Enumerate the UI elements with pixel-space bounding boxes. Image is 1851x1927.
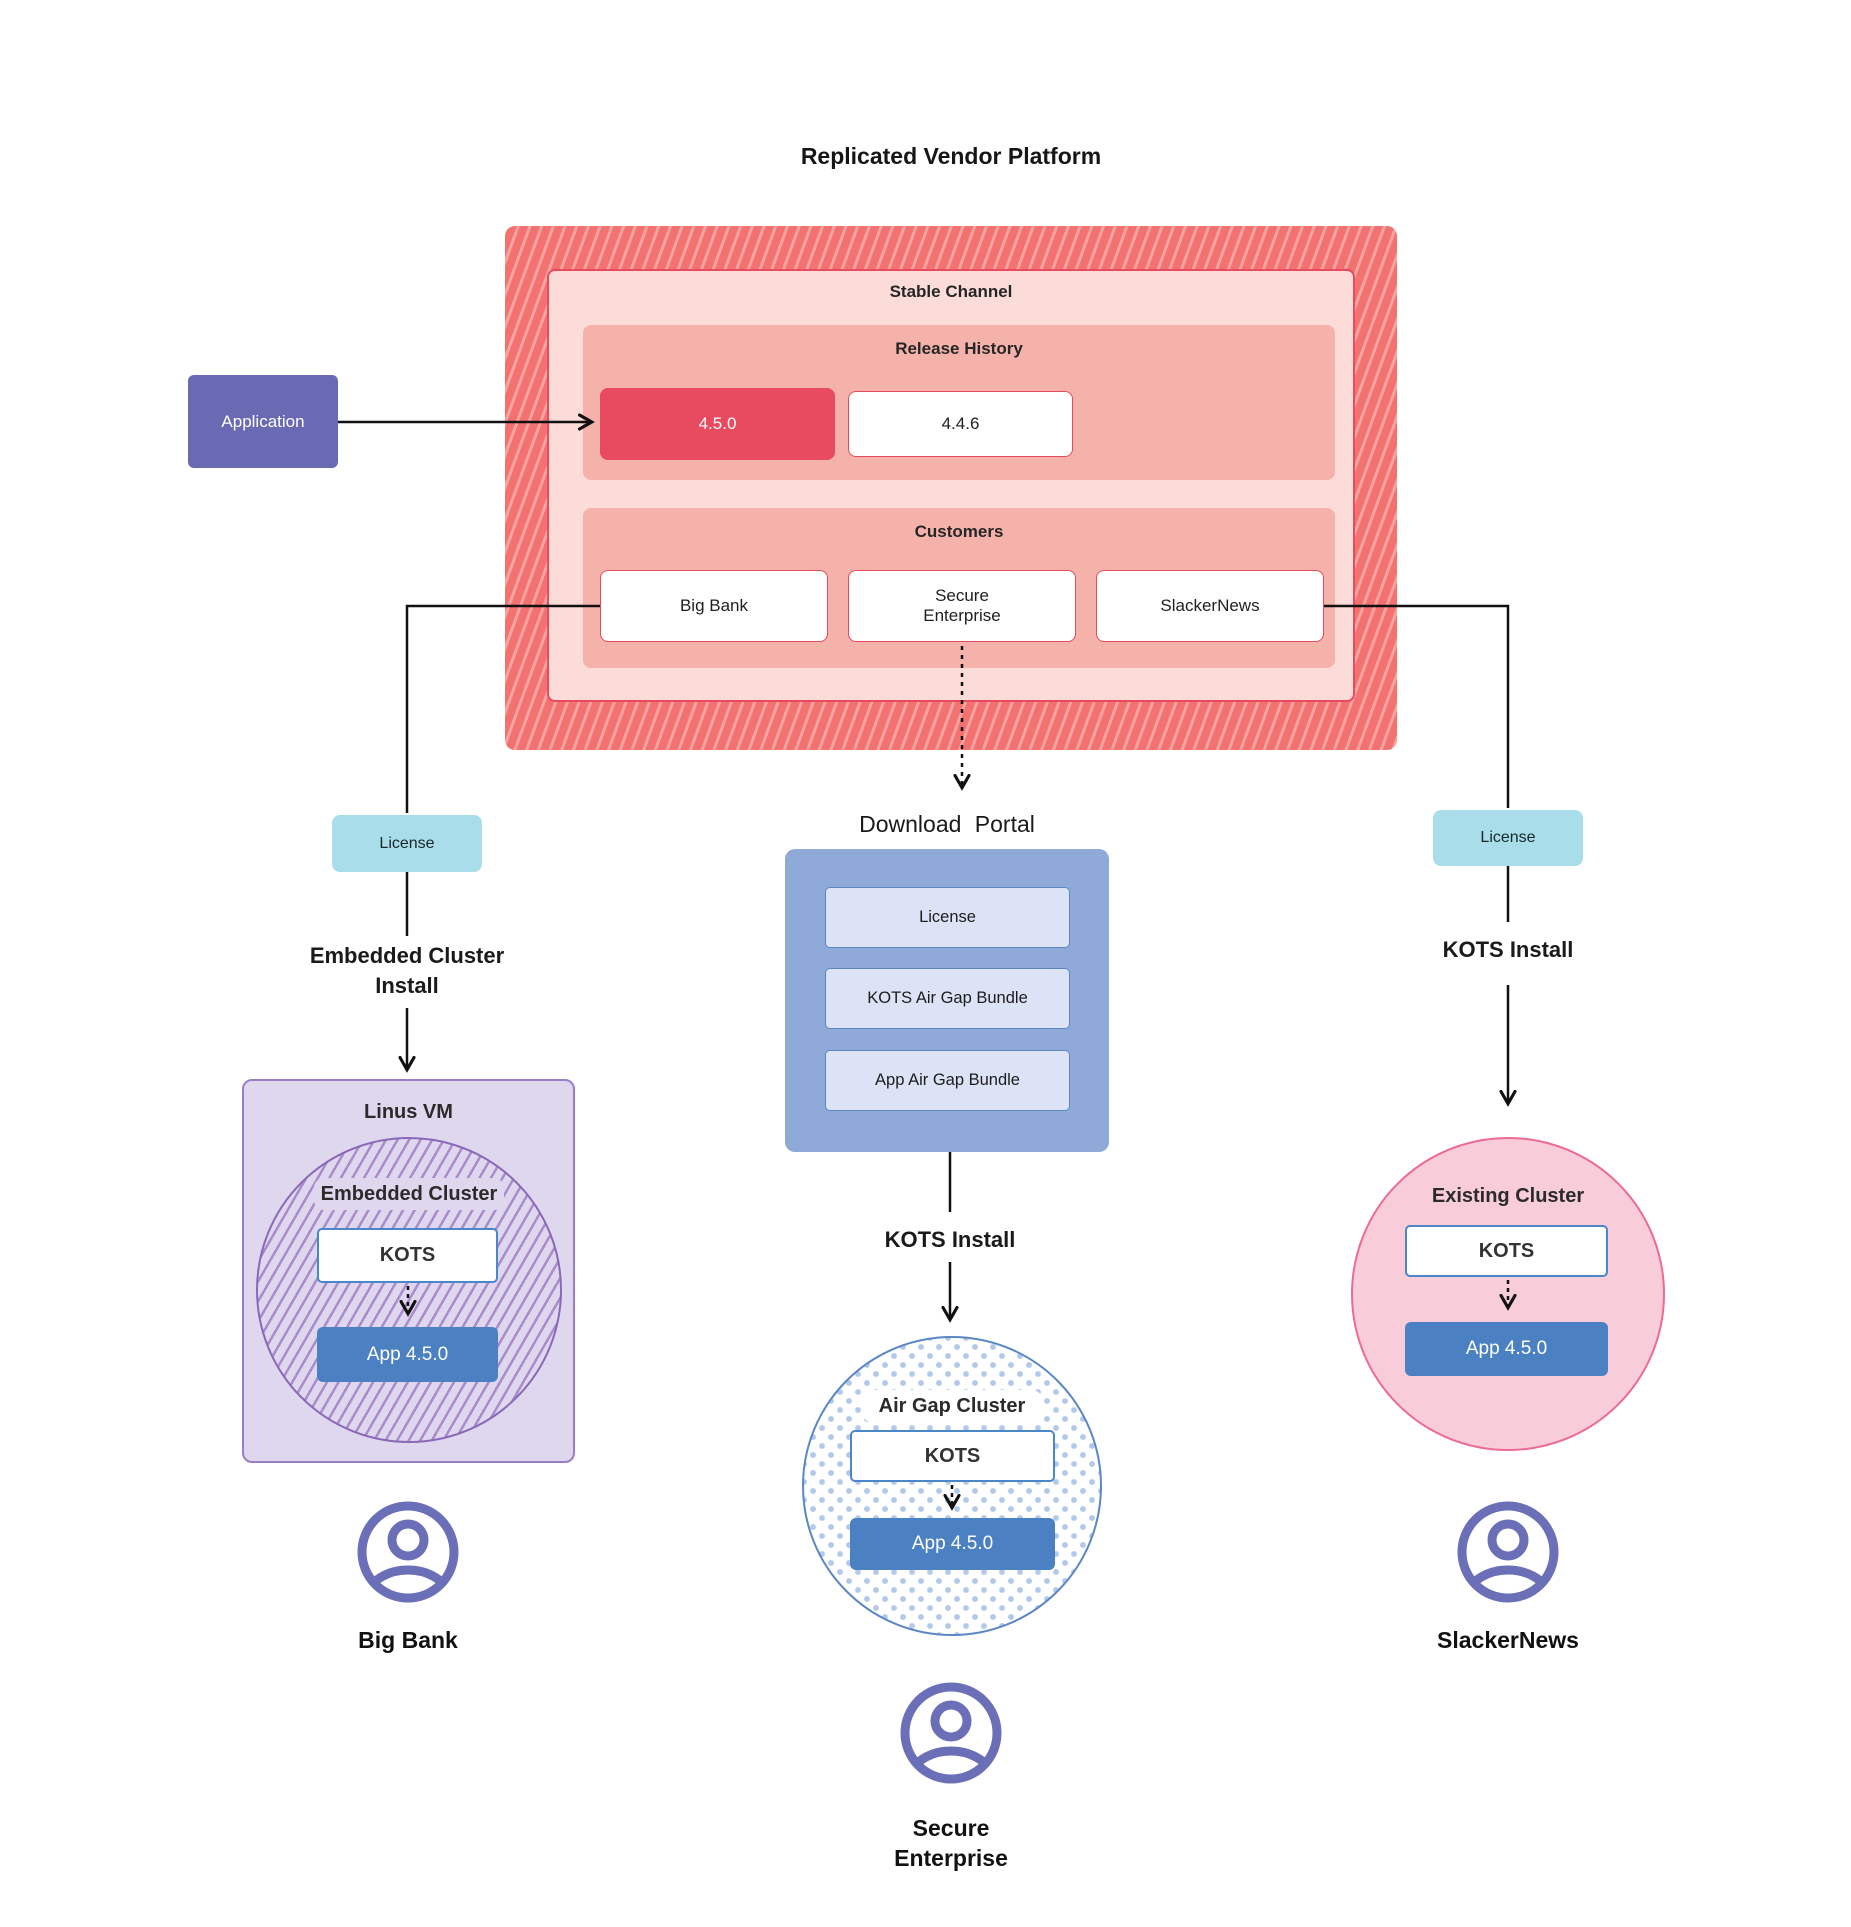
portal-item-license: License bbox=[825, 887, 1070, 948]
kots-box-right: KOTS bbox=[1405, 1225, 1608, 1277]
application-box: Application bbox=[188, 375, 338, 468]
license-left-box: License bbox=[332, 815, 482, 872]
secure-enterprise-customer-label: Secure Enterprise bbox=[894, 1815, 1008, 1871]
app-box-right: App 4.5.0 bbox=[1405, 1322, 1608, 1376]
app-box-center: App 4.5.0 bbox=[850, 1518, 1055, 1570]
kots-box-left: KOTS bbox=[317, 1228, 498, 1283]
diagram-title: Replicated Vendor Platform bbox=[800, 142, 1102, 169]
user-icon bbox=[356, 1500, 460, 1604]
existing-cluster-label: Existing Cluster bbox=[1431, 1184, 1585, 1207]
customers-label: Customers bbox=[914, 522, 1004, 541]
release-history-label: Release History bbox=[895, 339, 1023, 358]
release-4-5-0: 4.5.0 bbox=[600, 388, 835, 460]
license-right-box: License bbox=[1433, 810, 1583, 866]
release-4-4-6: 4.4.6 bbox=[848, 391, 1073, 457]
customer-secure-enterprise-label: Secure Enterprise bbox=[923, 586, 1001, 625]
user-icon bbox=[899, 1681, 1003, 1785]
kots-box-center: KOTS bbox=[850, 1430, 1055, 1482]
stable-channel-label: Stable Channel bbox=[889, 282, 1013, 301]
slackernews-customer-label: SlackerNews bbox=[1437, 1627, 1579, 1654]
app-box-left: App 4.5.0 bbox=[317, 1327, 498, 1382]
linus-vm-label: Linus VM bbox=[364, 1100, 453, 1123]
embedded-cluster-label: Embedded Cluster bbox=[314, 1178, 504, 1210]
kots-install-center-label: KOTS Install bbox=[884, 1227, 1016, 1253]
download-portal-title: Download Portal bbox=[859, 810, 1035, 837]
air-gap-cluster-label: Air Gap Cluster bbox=[862, 1390, 1042, 1422]
embedded-cluster-install-label: Embedded Cluster Install bbox=[309, 943, 505, 998]
big-bank-customer-label: Big Bank bbox=[358, 1627, 458, 1654]
customer-secure-enterprise-box: Secure Enterprise bbox=[848, 570, 1076, 642]
portal-item-kots-airgap: KOTS Air Gap Bundle bbox=[825, 968, 1070, 1029]
customer-big-bank-box: Big Bank bbox=[600, 570, 828, 642]
user-icon bbox=[1456, 1500, 1560, 1604]
portal-item-app-airgap: App Air Gap Bundle bbox=[825, 1050, 1070, 1111]
customer-slackernews-box: SlackerNews bbox=[1096, 570, 1324, 642]
air-gap-cluster-circle bbox=[802, 1336, 1102, 1636]
kots-install-right-label: KOTS Install bbox=[1442, 937, 1574, 963]
